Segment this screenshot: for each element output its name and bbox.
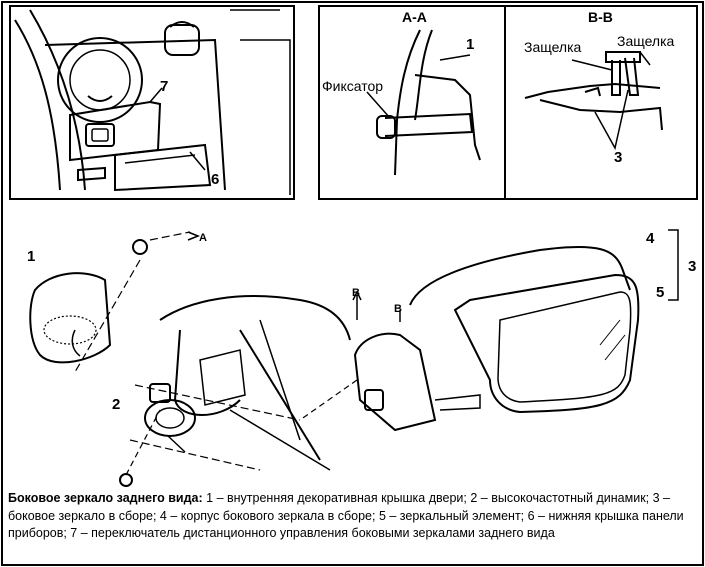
inset-sections-panel — [318, 5, 698, 200]
callout-4: 4 — [646, 230, 655, 247]
callout-6: 6 — [211, 171, 220, 188]
arrow-a-label: A — [199, 232, 207, 244]
callout-3: 3 — [688, 258, 697, 275]
figure-caption: Боковое зеркало заднего вида: 1 – внутре… — [8, 490, 698, 543]
label-latch-right: Защелка — [617, 33, 675, 49]
sections-divider — [504, 5, 506, 200]
callout-3-section: 3 — [614, 149, 623, 166]
arrow-b-label-1: B — [352, 287, 360, 299]
arrow-b-label-2: B — [394, 303, 402, 315]
label-fixator: Фиксатор — [322, 78, 384, 94]
callout-5: 5 — [656, 284, 665, 301]
caption-title: Боковое зеркало заднего вида: — [8, 491, 203, 505]
callout-2: 2 — [112, 396, 121, 413]
callout-1: 1 — [27, 248, 36, 265]
callout-1-section: 1 — [466, 36, 475, 53]
callout-7: 7 — [160, 78, 169, 95]
label-latch-left: Защелка — [524, 39, 582, 55]
section-aa-title: А-А — [402, 9, 427, 25]
section-bb-title: В-В — [588, 9, 613, 25]
caption-text: 1 – внутренняя декоративная крышка двери… — [8, 491, 684, 540]
